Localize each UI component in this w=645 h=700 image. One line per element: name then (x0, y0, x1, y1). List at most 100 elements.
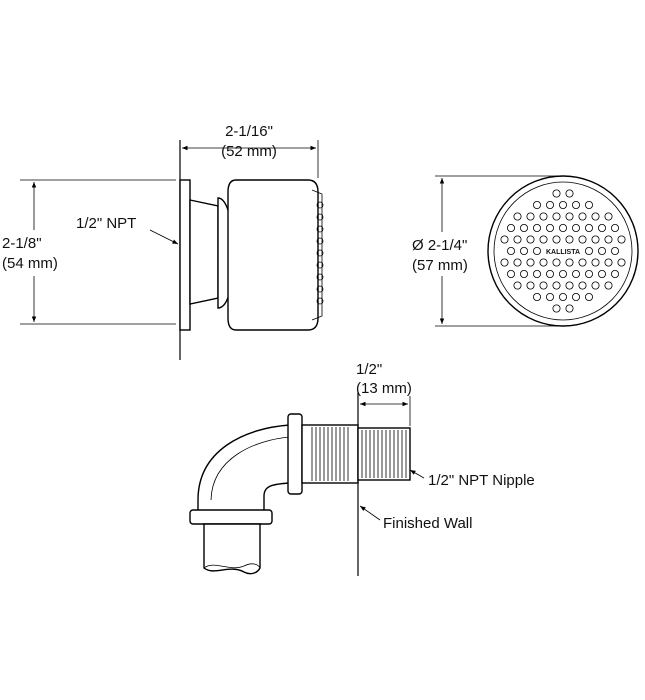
nozzle-hole (526, 281, 535, 290)
nozzle-hole (604, 235, 613, 244)
height-dim-mm-label: (54 mm) (2, 255, 58, 272)
nozzle-hole (572, 200, 581, 209)
wall-label: Finished Wall (383, 515, 472, 532)
nozzle-hole (617, 235, 626, 244)
nozzle-hole (611, 223, 620, 232)
nozzle-hole (539, 281, 548, 290)
brand-label: KALLISTA (546, 249, 580, 256)
nozzle-hole (539, 258, 548, 267)
nozzle-hole (578, 212, 587, 221)
nozzle-hole (617, 258, 626, 267)
nozzle-hole (559, 200, 568, 209)
nozzle-hole (513, 281, 522, 290)
escutcheon-plate (179, 179, 191, 331)
neck-collar (189, 199, 219, 305)
nozzle-hole (526, 212, 535, 221)
inlet-leader (149, 229, 179, 245)
nozzle-hole (513, 235, 522, 244)
elbow-flange (287, 413, 303, 495)
nozzle-hole (520, 223, 529, 232)
nozzle-hole (500, 235, 509, 244)
nozzle-hole (513, 212, 522, 221)
elbow-inlet-flange (189, 509, 273, 525)
nozzle-grid (500, 189, 626, 313)
nozzle-hole (539, 235, 548, 244)
width-dim-mm-label: (52 mm) (221, 143, 277, 160)
nozzle-hole (559, 292, 568, 301)
spray-face-inner (493, 181, 633, 321)
nozzle-hole (506, 269, 515, 278)
nozzle-hole (552, 304, 561, 313)
nozzle-hole (506, 246, 515, 255)
nozzle-hole (611, 269, 620, 278)
side-view: 2-1/16" (52 mm) 2-1/8" (54 mm) 1/2" NPT (0, 123, 324, 360)
width-dim-label: 2-1/16" (225, 123, 273, 140)
nozzle-hole (546, 223, 555, 232)
elbow-body (197, 424, 291, 513)
nipple-leader (409, 469, 425, 479)
nipple-label: 1/2" NPT Nipple (428, 472, 535, 489)
nozzle-hole (604, 281, 613, 290)
nozzle-hole (552, 281, 561, 290)
nozzle-hole (546, 200, 555, 209)
label-backdrop (0, 230, 68, 276)
nozzle-hole (552, 235, 561, 244)
nozzle-hole (559, 223, 568, 232)
nozzle-hole (578, 235, 587, 244)
nozzle-hole (520, 246, 529, 255)
nozzle-hole (565, 212, 574, 221)
nozzle-hole (585, 246, 594, 255)
supply-pipe (203, 523, 261, 575)
nozzle-hole (552, 212, 561, 221)
nozzle-hole (604, 258, 613, 267)
label-backdrop (410, 232, 482, 276)
nipple-thread-end (357, 427, 411, 481)
nozzle-hole (513, 258, 522, 267)
nipple-dim-mm-label: (13 mm) (356, 380, 412, 397)
nozzle-hole (546, 292, 555, 301)
nozzle-hole (578, 281, 587, 290)
nozzle-hole (591, 281, 600, 290)
nozzle-hole (533, 200, 542, 209)
nozzle-hole (565, 235, 574, 244)
inlet-label: 1/2" NPT (76, 215, 136, 232)
nozzle-hole (533, 292, 542, 301)
nozzle-hole (565, 281, 574, 290)
nozzle-hole (565, 189, 574, 198)
nozzle-hole (526, 258, 535, 267)
nozzle-hole (552, 189, 561, 198)
nozzle-hole (506, 223, 515, 232)
nozzle-hole (598, 223, 607, 232)
install-view: 1/2" (13 mm) 1/2" NPT Nipple Finished Wa… (189, 361, 535, 576)
diameter-dim-mm-label: (57 mm) (412, 257, 468, 274)
nozzle-hole (533, 223, 542, 232)
nozzle-hole (500, 258, 509, 267)
nozzle-hole (565, 304, 574, 313)
nozzle-hole (533, 269, 542, 278)
nozzle-hole (572, 223, 581, 232)
nozzle-hole (591, 258, 600, 267)
nozzle-hole (591, 212, 600, 221)
nozzle-hole (572, 292, 581, 301)
diameter-dim-label: Ø 2-1/4" (412, 237, 467, 254)
nozzle-hole (552, 258, 561, 267)
nozzle-hole (565, 258, 574, 267)
elbow-contour (210, 436, 291, 501)
height-dim-label: 2-1/8" (2, 235, 42, 252)
nozzle-hole (539, 212, 548, 221)
front-view: KALLISTA Ø 2-1/4" (57 mm) (410, 175, 639, 327)
nozzle-hole (598, 246, 607, 255)
nozzle-hole (585, 292, 594, 301)
nipple-body (301, 424, 359, 484)
nozzle-hole (578, 258, 587, 267)
nozzle-hole (526, 235, 535, 244)
nozzle-hole (604, 212, 613, 221)
nozzle-hole (585, 223, 594, 232)
nozzle-hole (533, 246, 542, 255)
nipple-threads-right (361, 430, 407, 478)
pipe-cut-end (203, 563, 261, 569)
nozzle-hole (520, 269, 529, 278)
nozzle-hole (559, 269, 568, 278)
nozzle-row (316, 201, 324, 305)
